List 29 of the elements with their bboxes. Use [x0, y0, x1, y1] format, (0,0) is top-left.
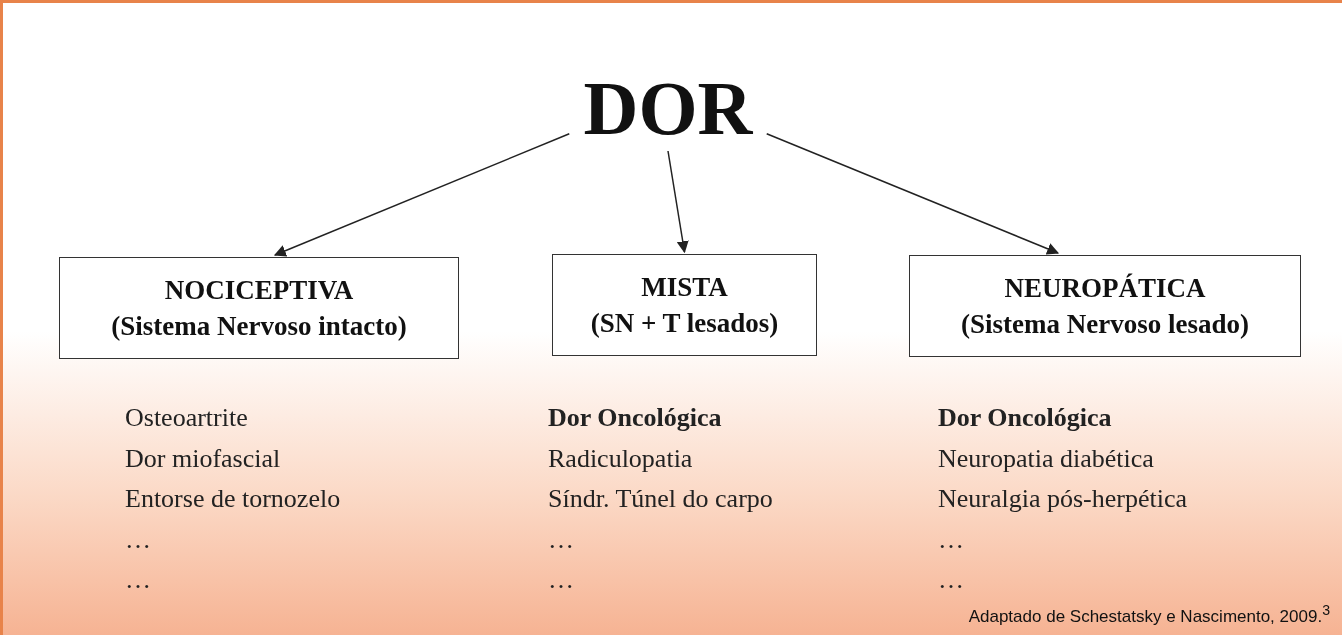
category-title: NOCICEPTIVA [164, 274, 354, 307]
root-title: DOR [583, 68, 753, 148]
condition-text: Dor Oncológica [548, 402, 722, 434]
source-caption: Adaptado de Schestatsky e Nascimento, 2009.$^{3}$ [968, 602, 1330, 627]
condition-text: … [938, 523, 964, 556]
condition-text: Entorse de tornozelo [125, 483, 341, 515]
category-subtitle: (Sistema Nervoso intacto) [111, 310, 407, 343]
condition-text: Radiculopatia [548, 442, 693, 475]
condition-text: … [548, 564, 574, 596]
condition-text: … [938, 564, 964, 596]
arrow [273, 133, 571, 257]
condition-text: … [125, 564, 151, 596]
category-box [552, 254, 817, 356]
condition-text: … [548, 523, 574, 556]
condition-text: Dor miofascial [125, 442, 281, 475]
condition-text: Síndr. Túnel do carpo [548, 483, 773, 515]
condition-text: Dor Oncológica [938, 402, 1112, 434]
condition-text: Neuropatia diabética [938, 442, 1154, 475]
category-title: MISTA [641, 271, 728, 304]
category-title: NEUROPÁTICA [1004, 272, 1206, 305]
condition-text: Neuralgia pós-herpética [938, 483, 1188, 515]
condition-text: … [125, 523, 151, 556]
category-subtitle: (Sistema Nervoso lesado) [961, 308, 1249, 341]
arrow [765, 133, 1060, 255]
arrow [667, 150, 689, 254]
category-box [59, 257, 459, 359]
condition-text: Osteoartrite [125, 402, 248, 434]
category-box [909, 255, 1301, 357]
category-subtitle: (SN + T lesados) [590, 307, 779, 340]
